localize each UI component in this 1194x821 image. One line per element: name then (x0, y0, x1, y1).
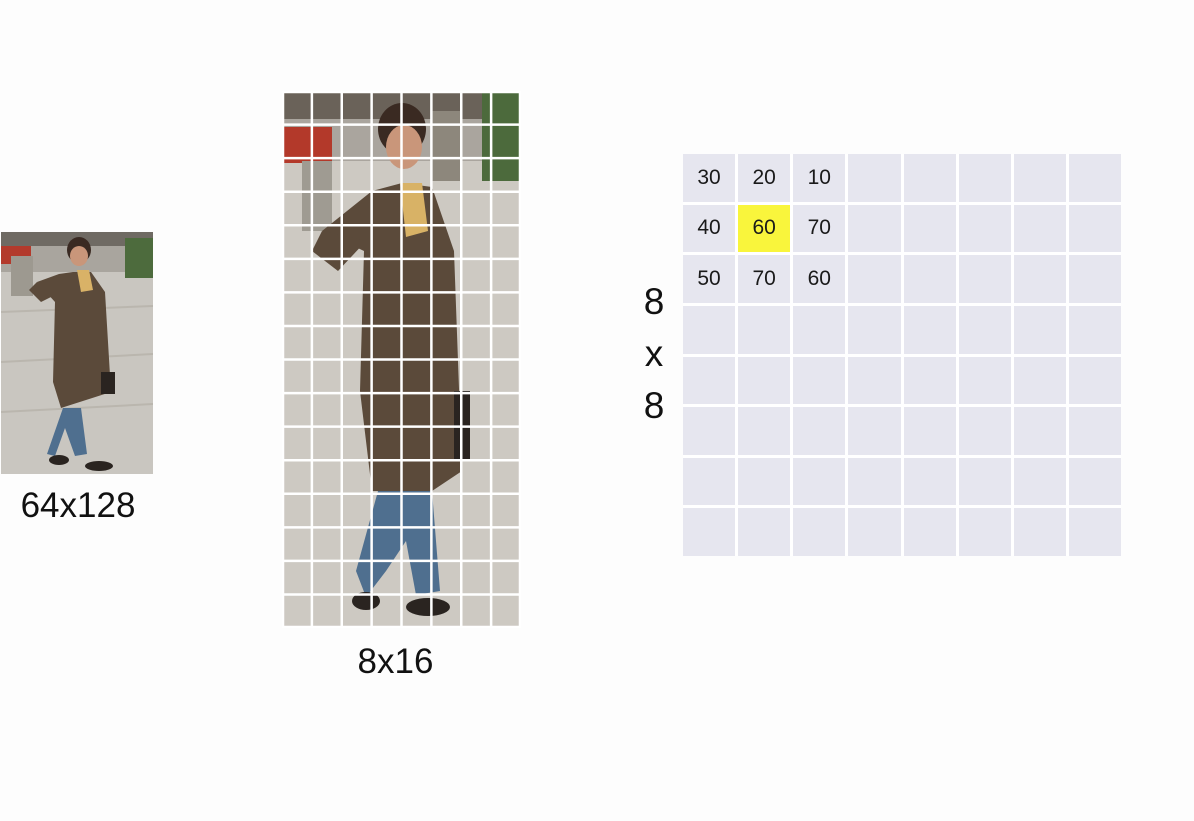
grid-cell (958, 508, 1011, 556)
grid-cell (848, 204, 901, 253)
gridded-pedestrian-photo (281, 90, 522, 629)
grid-cell (903, 204, 956, 253)
grid-cell (1013, 204, 1066, 253)
grid-cell (1068, 154, 1121, 202)
grid-cell: 50 (683, 255, 736, 303)
grid-cell: 20 (738, 154, 791, 202)
grid-cell (683, 305, 736, 354)
grid-cell: 30 (683, 154, 736, 202)
grid-cell (903, 305, 956, 354)
grid-cell (1013, 407, 1066, 455)
grid-cell: 10 (793, 154, 846, 202)
grid-cell (793, 407, 846, 455)
grid-cell (903, 255, 956, 303)
grid-cell (848, 154, 901, 202)
grid-cell (958, 255, 1011, 303)
grid-cell (1068, 407, 1121, 455)
grid-cell (683, 407, 736, 455)
cell-size-label-x: x (644, 333, 664, 374)
grid-cell (1013, 154, 1066, 202)
grid-cell (1068, 255, 1121, 303)
grid-cell (848, 508, 901, 556)
photo-grid-lines (281, 90, 522, 629)
grid-cell (1068, 356, 1121, 405)
grid-cell (848, 356, 901, 405)
grid-cell (683, 508, 736, 556)
grid-cell (738, 457, 791, 506)
grid-cell: 70 (738, 255, 791, 303)
grid-cell (848, 255, 901, 303)
pedestrian-photo (0, 232, 154, 474)
grid-cell: 40 (683, 204, 736, 253)
grid-cell (958, 204, 1011, 253)
grid-cell (1013, 255, 1066, 303)
grid-cell (793, 508, 846, 556)
cell-size-label: 8 x 8 (632, 276, 676, 432)
grid-cell (738, 305, 791, 354)
cell-size-label-rows: 8 (643, 281, 665, 322)
cell-size-label-cols: 8 (643, 385, 665, 426)
grid-cell (958, 457, 1011, 506)
grid-cell (958, 407, 1011, 455)
grid-cell (848, 407, 901, 455)
grid-cell (738, 508, 791, 556)
grid-cell (738, 356, 791, 405)
grid-cell (683, 457, 736, 506)
grid-cell (1068, 457, 1121, 506)
grid-cell (1068, 204, 1121, 253)
small-image-caption: 64x128 (20, 486, 136, 525)
grid-cell (848, 457, 901, 506)
grid-cell (903, 508, 956, 556)
grid-cell: 60 (793, 255, 846, 303)
grid-cell (958, 356, 1011, 405)
grid-cell (1013, 305, 1066, 354)
grid-cell (683, 356, 736, 405)
grid-cell (958, 305, 1011, 354)
grid-cell (1013, 356, 1066, 405)
grid-cell (793, 457, 846, 506)
pedestrian-photo-gridded-icon (281, 90, 522, 629)
grid-cell (903, 407, 956, 455)
grid-cell (1068, 305, 1121, 354)
grid-cell: 70 (793, 204, 846, 253)
grid-cell-highlighted: 60 (738, 204, 791, 253)
grid-cell (1068, 508, 1121, 556)
grid-cell (1013, 457, 1066, 506)
grid-cell (903, 154, 956, 202)
grid-cell (958, 154, 1011, 202)
grid-cell (848, 305, 901, 354)
pedestrian-photo-icon (0, 232, 154, 474)
grid-cell (738, 407, 791, 455)
grid-cell (903, 457, 956, 506)
grid-cell (1013, 508, 1066, 556)
gridded-image-caption: 8x16 (357, 642, 434, 681)
grid-cell (793, 356, 846, 405)
grid-cell (903, 356, 956, 405)
grid-cell (793, 305, 846, 354)
